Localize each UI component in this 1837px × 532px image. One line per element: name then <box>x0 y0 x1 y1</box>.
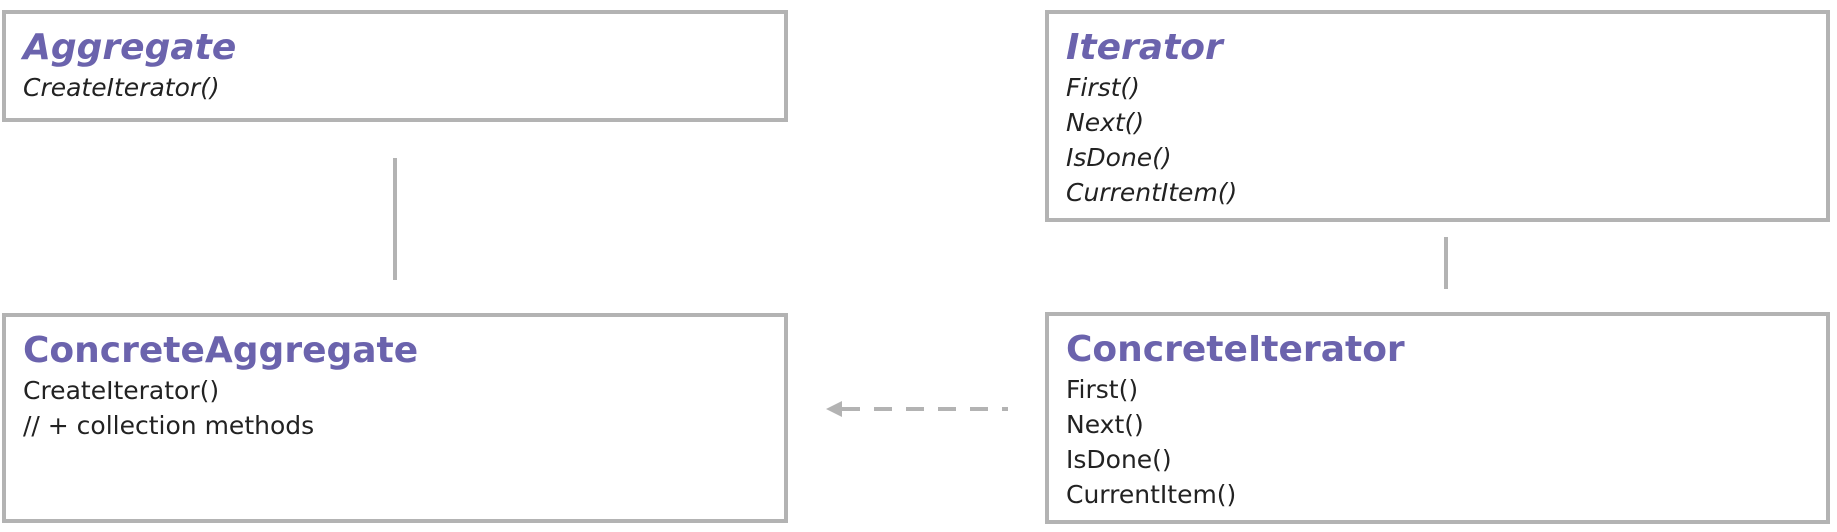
method-list: First() Next() IsDone() CurrentItem() <box>1066 70 1237 210</box>
class-name: ConcreteIterator <box>1066 329 1405 370</box>
method-item: First() <box>1066 375 1139 404</box>
method-item: CurrentItem() <box>1066 178 1238 207</box>
method-item: CreateIterator() <box>23 376 220 405</box>
method-item: First() <box>1066 73 1140 102</box>
concrete-aggregate-class-box: ConcreteAggregate CreateIterator() // + … <box>2 313 788 523</box>
method-item: IsDone() <box>1066 143 1172 172</box>
aggregate-connector-line <box>393 158 397 280</box>
method-list: CreateIterator() // + collection methods <box>23 373 314 443</box>
method-item: Next() <box>1066 108 1145 137</box>
method-item: CreateIterator() <box>23 73 220 102</box>
arrowhead-icon <box>826 401 842 417</box>
method-list: First() Next() IsDone() CurrentItem() <box>1066 372 1236 512</box>
method-item: CurrentItem() <box>1066 480 1237 509</box>
iterator-class-box: Iterator First() Next() IsDone() Current… <box>1045 10 1830 222</box>
method-item: Next() <box>1066 410 1144 439</box>
class-name: ConcreteAggregate <box>23 330 419 371</box>
aggregate-class-box: Aggregate CreateIterator() <box>2 10 788 122</box>
method-item: // + collection methods <box>23 411 315 440</box>
iterator-connector-line <box>1444 237 1448 289</box>
method-item: IsDone() <box>1066 445 1172 474</box>
dependency-arrow <box>826 401 1008 417</box>
class-name: Aggregate <box>23 27 237 68</box>
concrete-iterator-class-box: ConcreteIterator First() Next() IsDone()… <box>1045 312 1830 524</box>
class-name: Iterator <box>1066 27 1223 68</box>
method-list: CreateIterator() <box>23 70 220 105</box>
